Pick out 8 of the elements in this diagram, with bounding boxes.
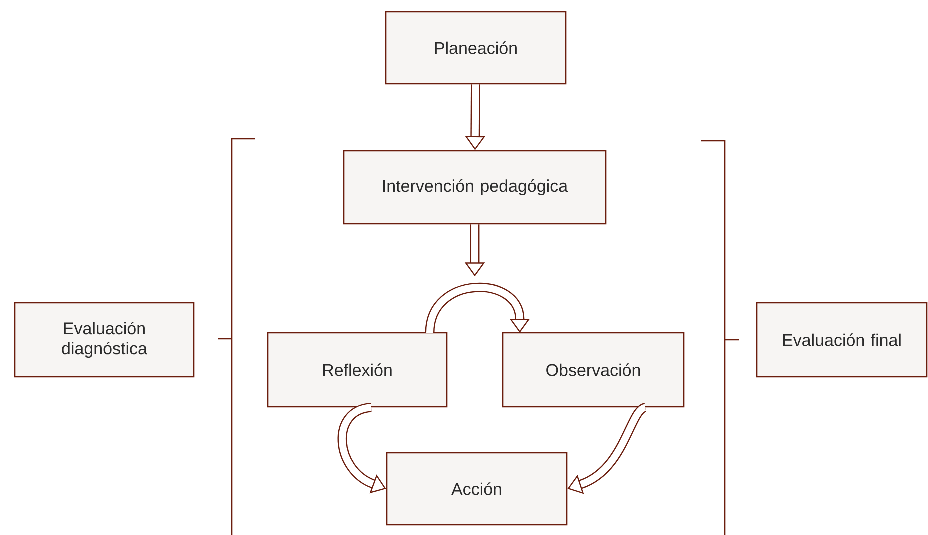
process-box: Evaluación diagnóstica bbox=[14, 302, 195, 378]
process-box: Intervención pedagógica bbox=[343, 150, 607, 225]
process-box: Reflexión bbox=[267, 332, 448, 408]
process-box: Acción bbox=[386, 452, 568, 526]
process-box: Evaluación final bbox=[756, 302, 928, 378]
process-box: Planeación bbox=[385, 11, 567, 85]
hollow-arrow bbox=[425, 283, 530, 334]
process-box: Observación bbox=[502, 332, 685, 408]
